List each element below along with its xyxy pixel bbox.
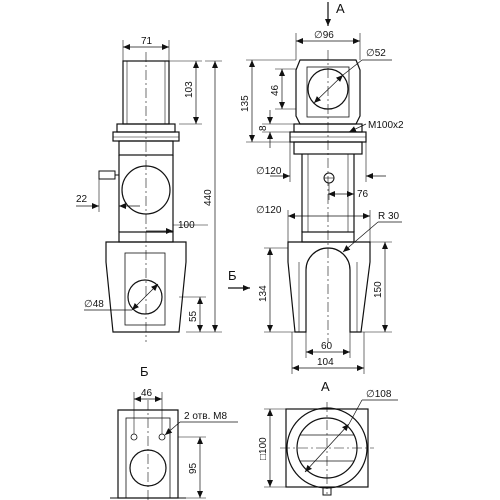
dim-front-collar-dia: ∅120: [256, 166, 282, 177]
dim-side-top-width: 71: [141, 36, 153, 47]
side-fork-block: [105, 241, 187, 333]
view-b-thread-hole-2: [158, 433, 166, 441]
dim-side-total-height: 440: [203, 189, 214, 206]
dim-front-top-dia: ∅96: [314, 30, 334, 41]
dim-side-mid-width: 100: [178, 220, 195, 231]
dim-front-fork-height: 150: [373, 281, 384, 298]
grease-nipple: [98, 170, 116, 180]
thread-label: M100x2: [368, 120, 404, 131]
dim-front-slot-width: 60: [321, 341, 333, 352]
dim-side-offset: 22: [76, 194, 88, 205]
dim-front-upper-height: 135: [240, 95, 251, 112]
view-b-holes-note: 2 отв. М8: [184, 411, 227, 422]
side-view: [76, 40, 222, 342]
front-fork: [287, 241, 371, 333]
dim-side-bottom-offset: 55: [188, 310, 199, 322]
dim-front-flange-height: 8: [258, 125, 269, 131]
view-b-title: Б: [140, 364, 149, 379]
dim-view-b-width: 46: [141, 388, 153, 399]
dim-side-hole-dia: ∅48: [84, 299, 104, 310]
dim-front-lower-collar-dia: ∅120: [256, 205, 282, 216]
view-a-nipple: [322, 486, 332, 496]
dim-side-upper-height: 103: [184, 81, 195, 98]
dim-front-fork-width: 104: [317, 357, 334, 368]
side-pin-hole: [127, 279, 163, 315]
dim-front-side-offset: 76: [357, 189, 369, 200]
dim-front-eye-dia: ∅52: [366, 48, 386, 59]
dim-front-radius: R 30: [378, 211, 400, 222]
front-body: [301, 154, 355, 232]
view-b: [110, 392, 238, 500]
view-b-thread-hole-1: [130, 433, 138, 441]
view-a: [264, 399, 398, 496]
front-view: [246, 33, 402, 374]
dim-view-a-square: □100: [258, 437, 269, 460]
dim-view-b-height: 95: [188, 462, 199, 474]
view-arrow-a-label: А: [336, 1, 345, 16]
dim-front-eye-height: 46: [270, 84, 281, 96]
dim-front-fork-height-inner: 134: [258, 285, 269, 302]
dim-view-a-outer-dia: ∅108: [366, 389, 392, 400]
view-a-title: А: [321, 379, 330, 394]
view-arrow-b-label: Б: [228, 268, 237, 283]
